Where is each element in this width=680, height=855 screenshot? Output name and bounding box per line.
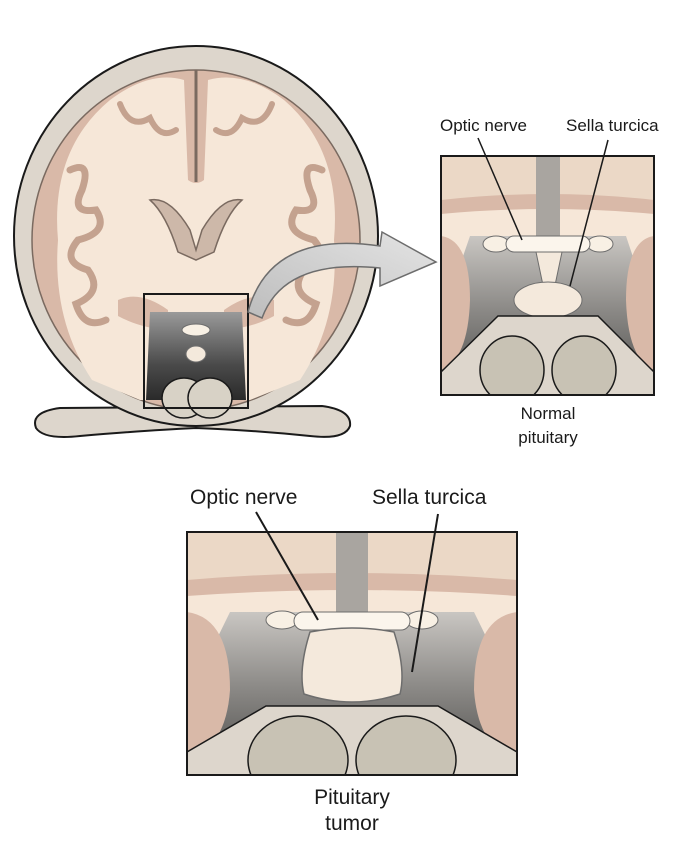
inset-tumor-frame [186,531,518,776]
leader-optic-tumor [255,511,319,621]
lateral-ventricles [148,198,244,261]
leader-optic-normal [477,137,523,241]
label-optic-nerve-tumor: Optic nerve [190,486,298,509]
brain-cross-section [13,45,379,438]
inset-normal-frame [440,155,655,396]
label-sella-turcica-tumor: Sella turcica [372,486,487,509]
label-optic-nerve-normal: Optic nerve [440,116,527,135]
caption-normal-line1: Normal [520,404,576,423]
zoom-box [143,293,249,409]
label-sella-turcica-normal: Sella turcica [566,116,659,135]
caption-normal-line2: pituitary [518,428,578,447]
leader-sella-normal [569,139,609,287]
inset-normal [441,156,654,395]
inset-tumor [187,532,517,775]
zoom-arrow [247,230,438,320]
leader-sella-tumor [411,513,439,673]
pituitary-tumor [301,627,403,703]
caption-tumor-line2: tumor [325,812,379,835]
caption-tumor-line1: Pituitary [314,786,390,809]
